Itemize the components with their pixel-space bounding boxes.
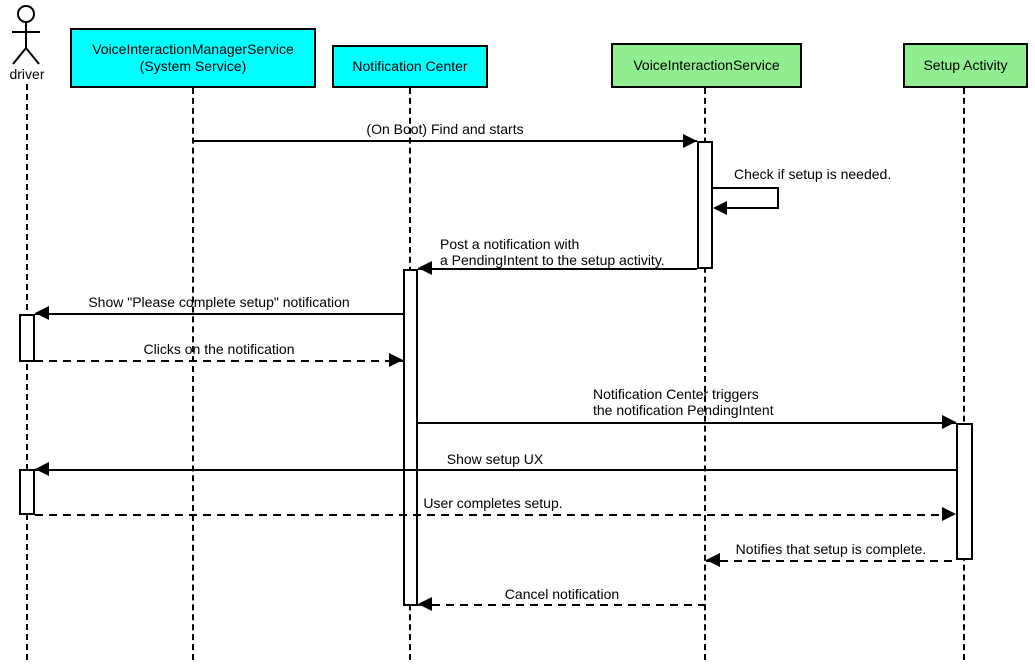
message-label: Show "Please complete setup" notificatio… <box>88 294 350 310</box>
message-label: Clicks on the notification <box>143 341 295 357</box>
arrowhead <box>942 507 956 521</box>
self-message-side <box>777 187 779 209</box>
activation-setup-activity <box>956 423 973 560</box>
actor-icon <box>12 5 40 65</box>
message-line-notifies-setup-complete <box>706 560 956 562</box>
message-line-post-notification <box>418 268 697 270</box>
message-label: Check if setup is needed. <box>734 166 892 182</box>
arrowhead <box>706 553 720 567</box>
activation-driver-1 <box>19 314 35 362</box>
arrowhead <box>35 462 49 476</box>
message-label: Show setup UX <box>446 451 544 467</box>
activation-notification-center <box>403 269 418 606</box>
self-message-return <box>727 207 779 209</box>
message-line-check-if-setup-needed <box>713 187 779 189</box>
lifeline-voice-interaction-manager-service <box>192 88 194 660</box>
message-line-show-setup-ux <box>35 469 956 471</box>
message-label: Cancel notification <box>504 586 620 602</box>
actor-label: driver <box>9 66 45 82</box>
message-line-cancel-notification <box>418 604 705 606</box>
message-line-trigger-pendingintent <box>418 422 956 424</box>
message-label: Post a notification with a PendingIntent… <box>440 236 665 268</box>
lifeline-voice-interaction-service <box>704 88 706 660</box>
message-line-show-setup-notification <box>35 313 403 315</box>
activation-driver-2 <box>19 469 35 515</box>
arrowhead <box>713 201 727 215</box>
participant-voice-interaction-service: VoiceInteractionService <box>611 43 802 88</box>
message-label: User completes setup. <box>423 495 563 511</box>
arrowhead <box>418 597 432 611</box>
arrowhead <box>389 353 403 367</box>
message-label: Notification Center triggers the notific… <box>593 386 774 418</box>
lifeline-setup-activity <box>963 88 965 660</box>
lifeline-driver <box>26 84 28 660</box>
arrowhead <box>942 415 956 429</box>
activation-voice-interaction-service <box>697 141 713 269</box>
arrowhead <box>683 134 697 148</box>
message-line-user-completes-setup <box>35 514 956 516</box>
participant-voice-interaction-manager-service: VoiceInteractionManagerService (System S… <box>70 28 316 88</box>
message-label: (On Boot) Find and starts <box>366 121 524 137</box>
message-label: Notifies that setup is complete. <box>735 541 927 557</box>
participant-notification-center: Notification Center <box>332 45 488 88</box>
arrowhead <box>418 261 432 275</box>
message-line-on-boot-find-and-starts <box>193 140 697 142</box>
arrowhead <box>35 306 49 320</box>
participant-setup-activity: Setup Activity <box>903 43 1028 88</box>
message-line-clicks-notification <box>35 360 403 362</box>
